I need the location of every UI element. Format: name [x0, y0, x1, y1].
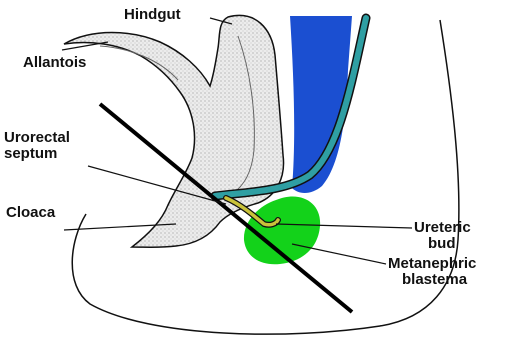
label-metanephric-line1: Metanephric [388, 256, 476, 272]
leader-metanephric [292, 244, 386, 264]
label-ureteric-line1: Ureteric [414, 220, 471, 236]
label-metanephric-line2: blastema [388, 272, 476, 288]
label-metanephric-blastema: Metanephric blastema [388, 256, 476, 288]
label-hindgut: Hindgut [124, 7, 181, 23]
label-urorectal-septum: Urorectal septum [4, 130, 70, 162]
label-urorectal-line1: Urorectal [4, 130, 70, 146]
label-ureteric-bud: Ureteric bud [414, 220, 471, 252]
label-cloaca: Cloaca [6, 205, 55, 221]
label-allantois: Allantois [23, 55, 86, 71]
label-urorectal-line2: septum [4, 146, 70, 162]
label-ureteric-line2: bud [414, 236, 471, 252]
